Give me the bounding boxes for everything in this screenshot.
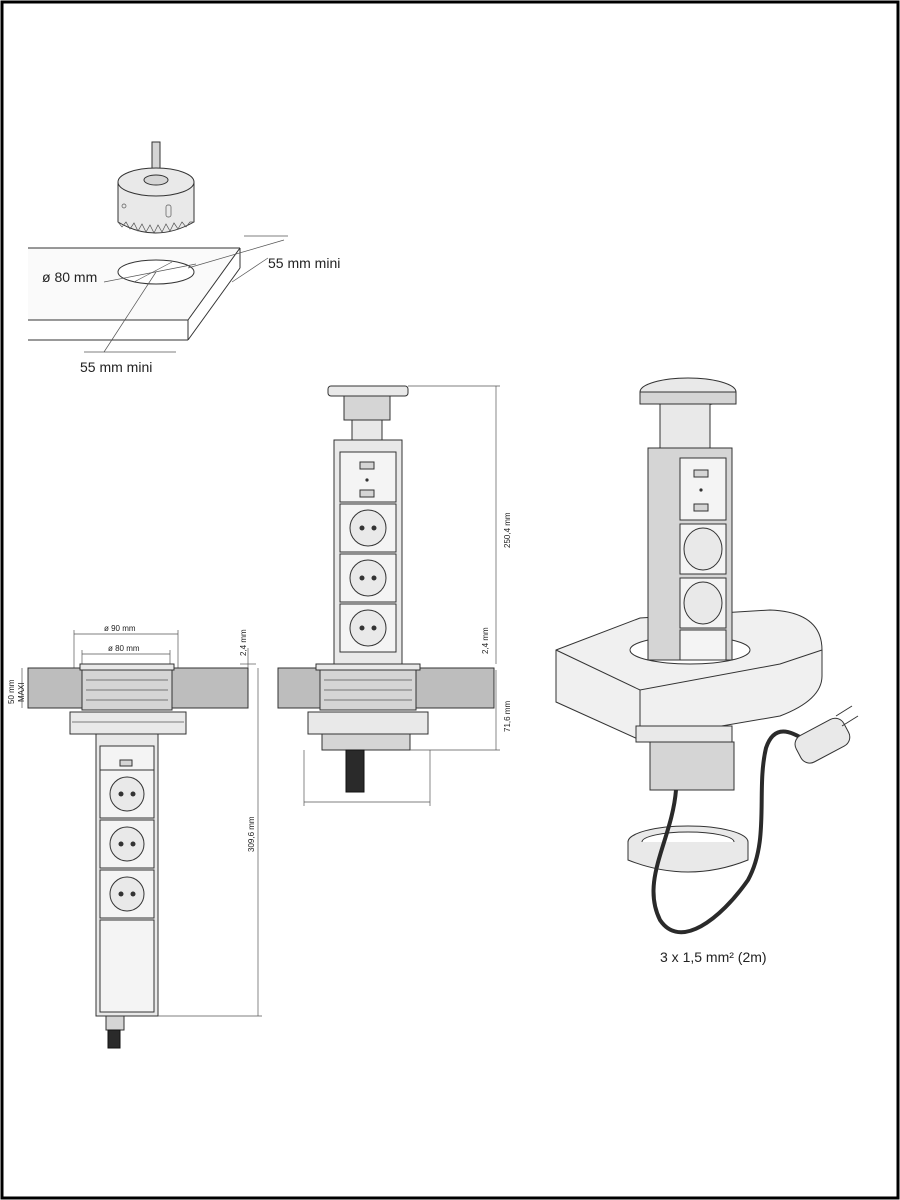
flange-height-left-label: 2,4 mm (239, 629, 248, 656)
hole-diameter-label: ø 80 mm (42, 269, 97, 285)
hole-saw-icon (117, 141, 195, 234)
cable-spec-label: 3 x 1,5 mm² (2m) (660, 949, 767, 965)
body-diameter-label: ø 80 mm (108, 644, 140, 653)
counter-thickness-max-label: MAXI (17, 682, 26, 702)
extended-section-view (277, 385, 500, 806)
worktop-cutout (28, 235, 288, 353)
counter-thickness-label: 50 mm (7, 679, 16, 704)
plug-icon (794, 705, 859, 764)
edge-distance-bottom-label: 55 mm mini (80, 359, 152, 375)
above-counter-height-label: 250,4 mm (503, 512, 512, 548)
below-counter-depth-label: 309,6 mm (247, 816, 256, 852)
flange-height-mid-label: 2,4 mm (481, 627, 490, 654)
perspective-view (555, 377, 859, 935)
retracted-section-view (21, 630, 262, 1049)
below-counter-short-label: 71,6 mm (503, 701, 512, 732)
edge-distance-right-label: 55 mm mini (268, 255, 340, 271)
flange-diameter-label: ø 90 mm (104, 624, 136, 633)
